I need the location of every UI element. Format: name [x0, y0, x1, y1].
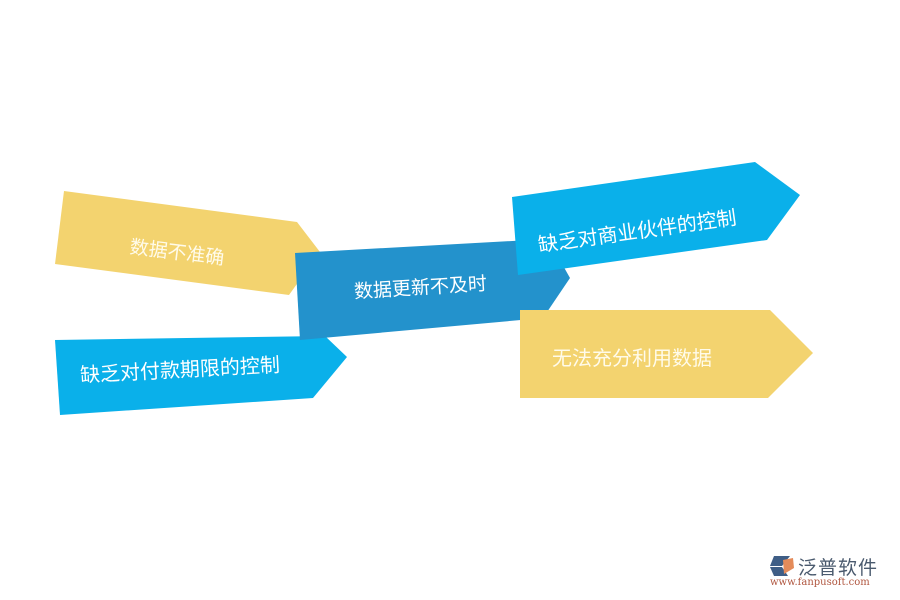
- fanpu-logo: 泛普软件 www.fanpusoft.com: [768, 553, 894, 595]
- label-data-underused: 无法充分利用数据: [552, 346, 712, 370]
- arrow-shape-lack-partner-control: [512, 162, 800, 275]
- arrow-shape-data-underused: [520, 310, 813, 398]
- logo-url: www.fanpusoft.com: [770, 577, 870, 588]
- logo-name: 泛普软件: [798, 557, 879, 579]
- arrow-shape-lack-payment-term-control: [55, 336, 347, 415]
- arrow-shape-data-inaccurate: [55, 191, 320, 295]
- fanpu-logo-icon: [770, 556, 794, 576]
- arrow-shape-data-update-delayed: [295, 239, 570, 340]
